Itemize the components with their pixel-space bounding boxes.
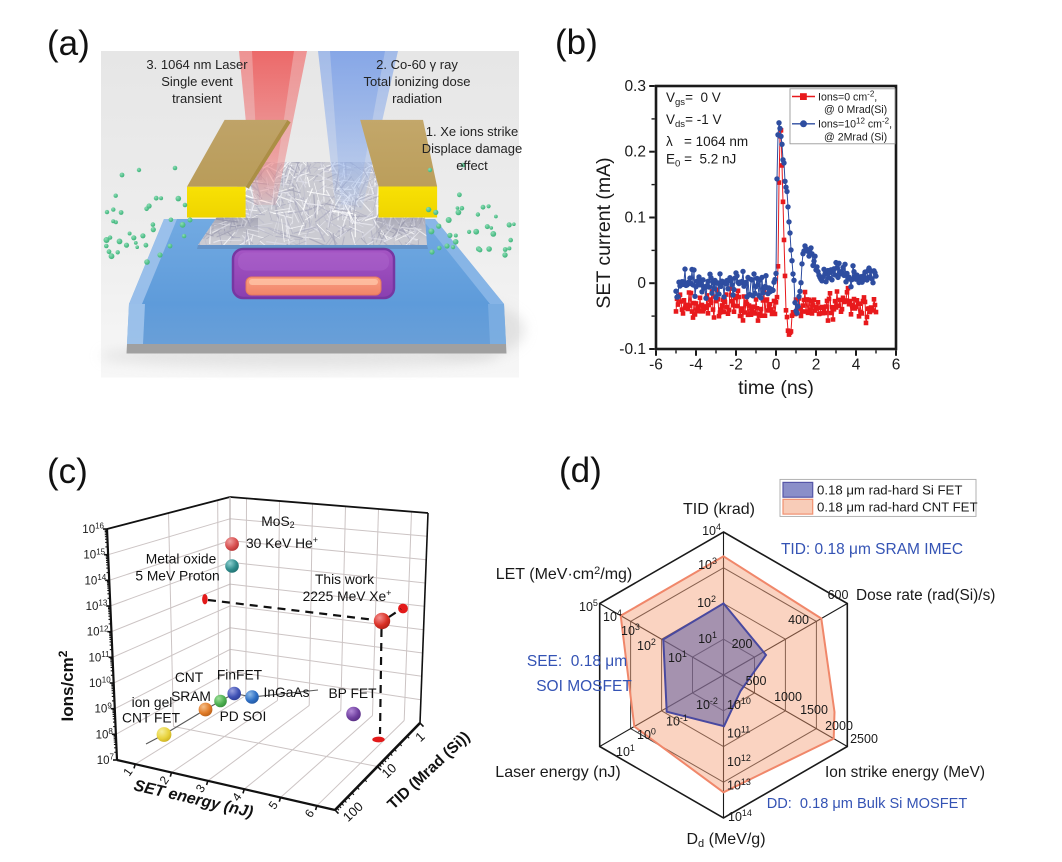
- svg-text:FinFET: FinFET: [217, 668, 263, 683]
- svg-text:E0 = 5.2 nJ: E0 = 5.2 nJ: [666, 152, 736, 170]
- svg-text:0: 0: [772, 357, 781, 374]
- svg-text:Vds= -1 V: Vds= -1 V: [666, 112, 721, 130]
- svg-text:1000: 1000: [774, 690, 802, 704]
- svg-text:2500: 2500: [850, 732, 878, 746]
- svg-text:transient: transient: [172, 91, 222, 106]
- svg-text:Dose rate (rad(Si)/s): Dose rate (rad(Si)/s): [856, 587, 995, 604]
- svg-text:(a): (a): [47, 24, 90, 63]
- svg-text:0.18 μm rad-hard Si FET: 0.18 μm rad-hard Si FET: [817, 482, 962, 497]
- svg-text:3. 1064 nm Laser: 3. 1064 nm Laser: [146, 57, 248, 72]
- svg-text:2225 MeV Xe+: 2225 MeV Xe+: [303, 588, 392, 604]
- svg-text:Ion strike energy (MeV): Ion strike energy (MeV): [825, 764, 985, 781]
- svg-text:MoS2: MoS2: [261, 514, 294, 530]
- svg-text:1500: 1500: [800, 703, 828, 717]
- svg-text:0.18 μm rad-hard CNT FET: 0.18 μm rad-hard CNT FET: [817, 499, 978, 514]
- svg-text:2000: 2000: [825, 719, 853, 733]
- svg-text:BP FET: BP FET: [328, 686, 377, 701]
- svg-text:CNT FET: CNT FET: [122, 711, 181, 726]
- svg-text:0.3: 0.3: [624, 78, 646, 95]
- svg-text:InGaAs: InGaAs: [263, 685, 309, 700]
- svg-text:0.2: 0.2: [624, 144, 646, 161]
- svg-text:This work: This work: [315, 572, 374, 587]
- svg-text:-4: -4: [689, 357, 703, 374]
- svg-text:SEE: 0.18 μm: SEE: 0.18 μm: [527, 653, 627, 670]
- svg-text:400: 400: [788, 613, 809, 627]
- svg-text:TID: 0.18 μm SRAM IMEC: TID: 0.18 μm SRAM IMEC: [781, 541, 963, 558]
- svg-text:2: 2: [812, 357, 821, 374]
- svg-text:time (ns): time (ns): [738, 377, 814, 399]
- svg-text:4: 4: [852, 357, 861, 374]
- svg-text:2. Co-60 γ ray: 2. Co-60 γ ray: [376, 57, 458, 72]
- svg-text:200: 200: [732, 637, 753, 651]
- svg-text:1. Xe ions strike: 1. Xe ions strike: [426, 124, 519, 139]
- svg-text:Laser energy (nJ): Laser energy (nJ): [495, 764, 620, 781]
- svg-text:-2: -2: [729, 357, 743, 374]
- svg-text:CNT: CNT: [175, 670, 204, 685]
- svg-text:Single event: Single event: [161, 74, 233, 89]
- svg-text:SET current (mA): SET current (mA): [593, 157, 615, 308]
- svg-text:SOI MOSFET: SOI MOSFET: [536, 678, 632, 695]
- svg-text:@ 0 Mrad(Si): @ 0 Mrad(Si): [824, 104, 887, 116]
- svg-text:Total ionizing dose: Total ionizing dose: [364, 74, 471, 89]
- svg-text:TID (krad): TID (krad): [683, 501, 755, 518]
- svg-text:PD SOI: PD SOI: [220, 709, 267, 724]
- svg-text:Displace damage: Displace damage: [422, 141, 522, 156]
- svg-text:LET (MeV·cm2/mg): LET (MeV·cm2/mg): [496, 565, 633, 583]
- svg-text:(d): (d): [559, 451, 602, 490]
- svg-text:-0.1: -0.1: [619, 341, 646, 358]
- svg-text:SRAM: SRAM: [171, 689, 211, 704]
- svg-text:5 MeV Proton: 5 MeV Proton: [135, 569, 219, 584]
- svg-text:Ions/cm2: Ions/cm2: [56, 650, 77, 721]
- svg-text:30 KeV He+: 30 KeV He+: [246, 535, 318, 551]
- svg-text:-6: -6: [649, 357, 663, 374]
- svg-text:500: 500: [746, 674, 767, 688]
- svg-text:radiation: radiation: [392, 91, 442, 106]
- svg-text:(c): (c): [47, 452, 88, 491]
- svg-text:600: 600: [828, 588, 849, 602]
- svg-text:0: 0: [637, 275, 646, 292]
- svg-text:Dd (MeV/g): Dd (MeV/g): [686, 831, 765, 850]
- svg-text:Ions=1012 cm-2,: Ions=1012 cm-2,: [818, 117, 892, 131]
- svg-text:ion gel: ion gel: [132, 695, 173, 710]
- svg-text:6: 6: [892, 357, 901, 374]
- svg-text:DD: 0.18 μm Bulk Si MOSFET: DD: 0.18 μm Bulk Si MOSFET: [767, 796, 968, 812]
- svg-text:Metal oxide: Metal oxide: [146, 552, 217, 567]
- svg-text:0.1: 0.1: [624, 210, 646, 227]
- svg-text:(b): (b): [555, 23, 598, 62]
- svg-text:Ions=0 cm-2,: Ions=0 cm-2,: [818, 89, 877, 103]
- svg-text:@ 2Mrad (Si): @ 2Mrad (Si): [824, 132, 887, 144]
- svg-text:effect: effect: [456, 158, 488, 173]
- svg-text:λ = 1064 nm: λ = 1064 nm: [666, 134, 748, 149]
